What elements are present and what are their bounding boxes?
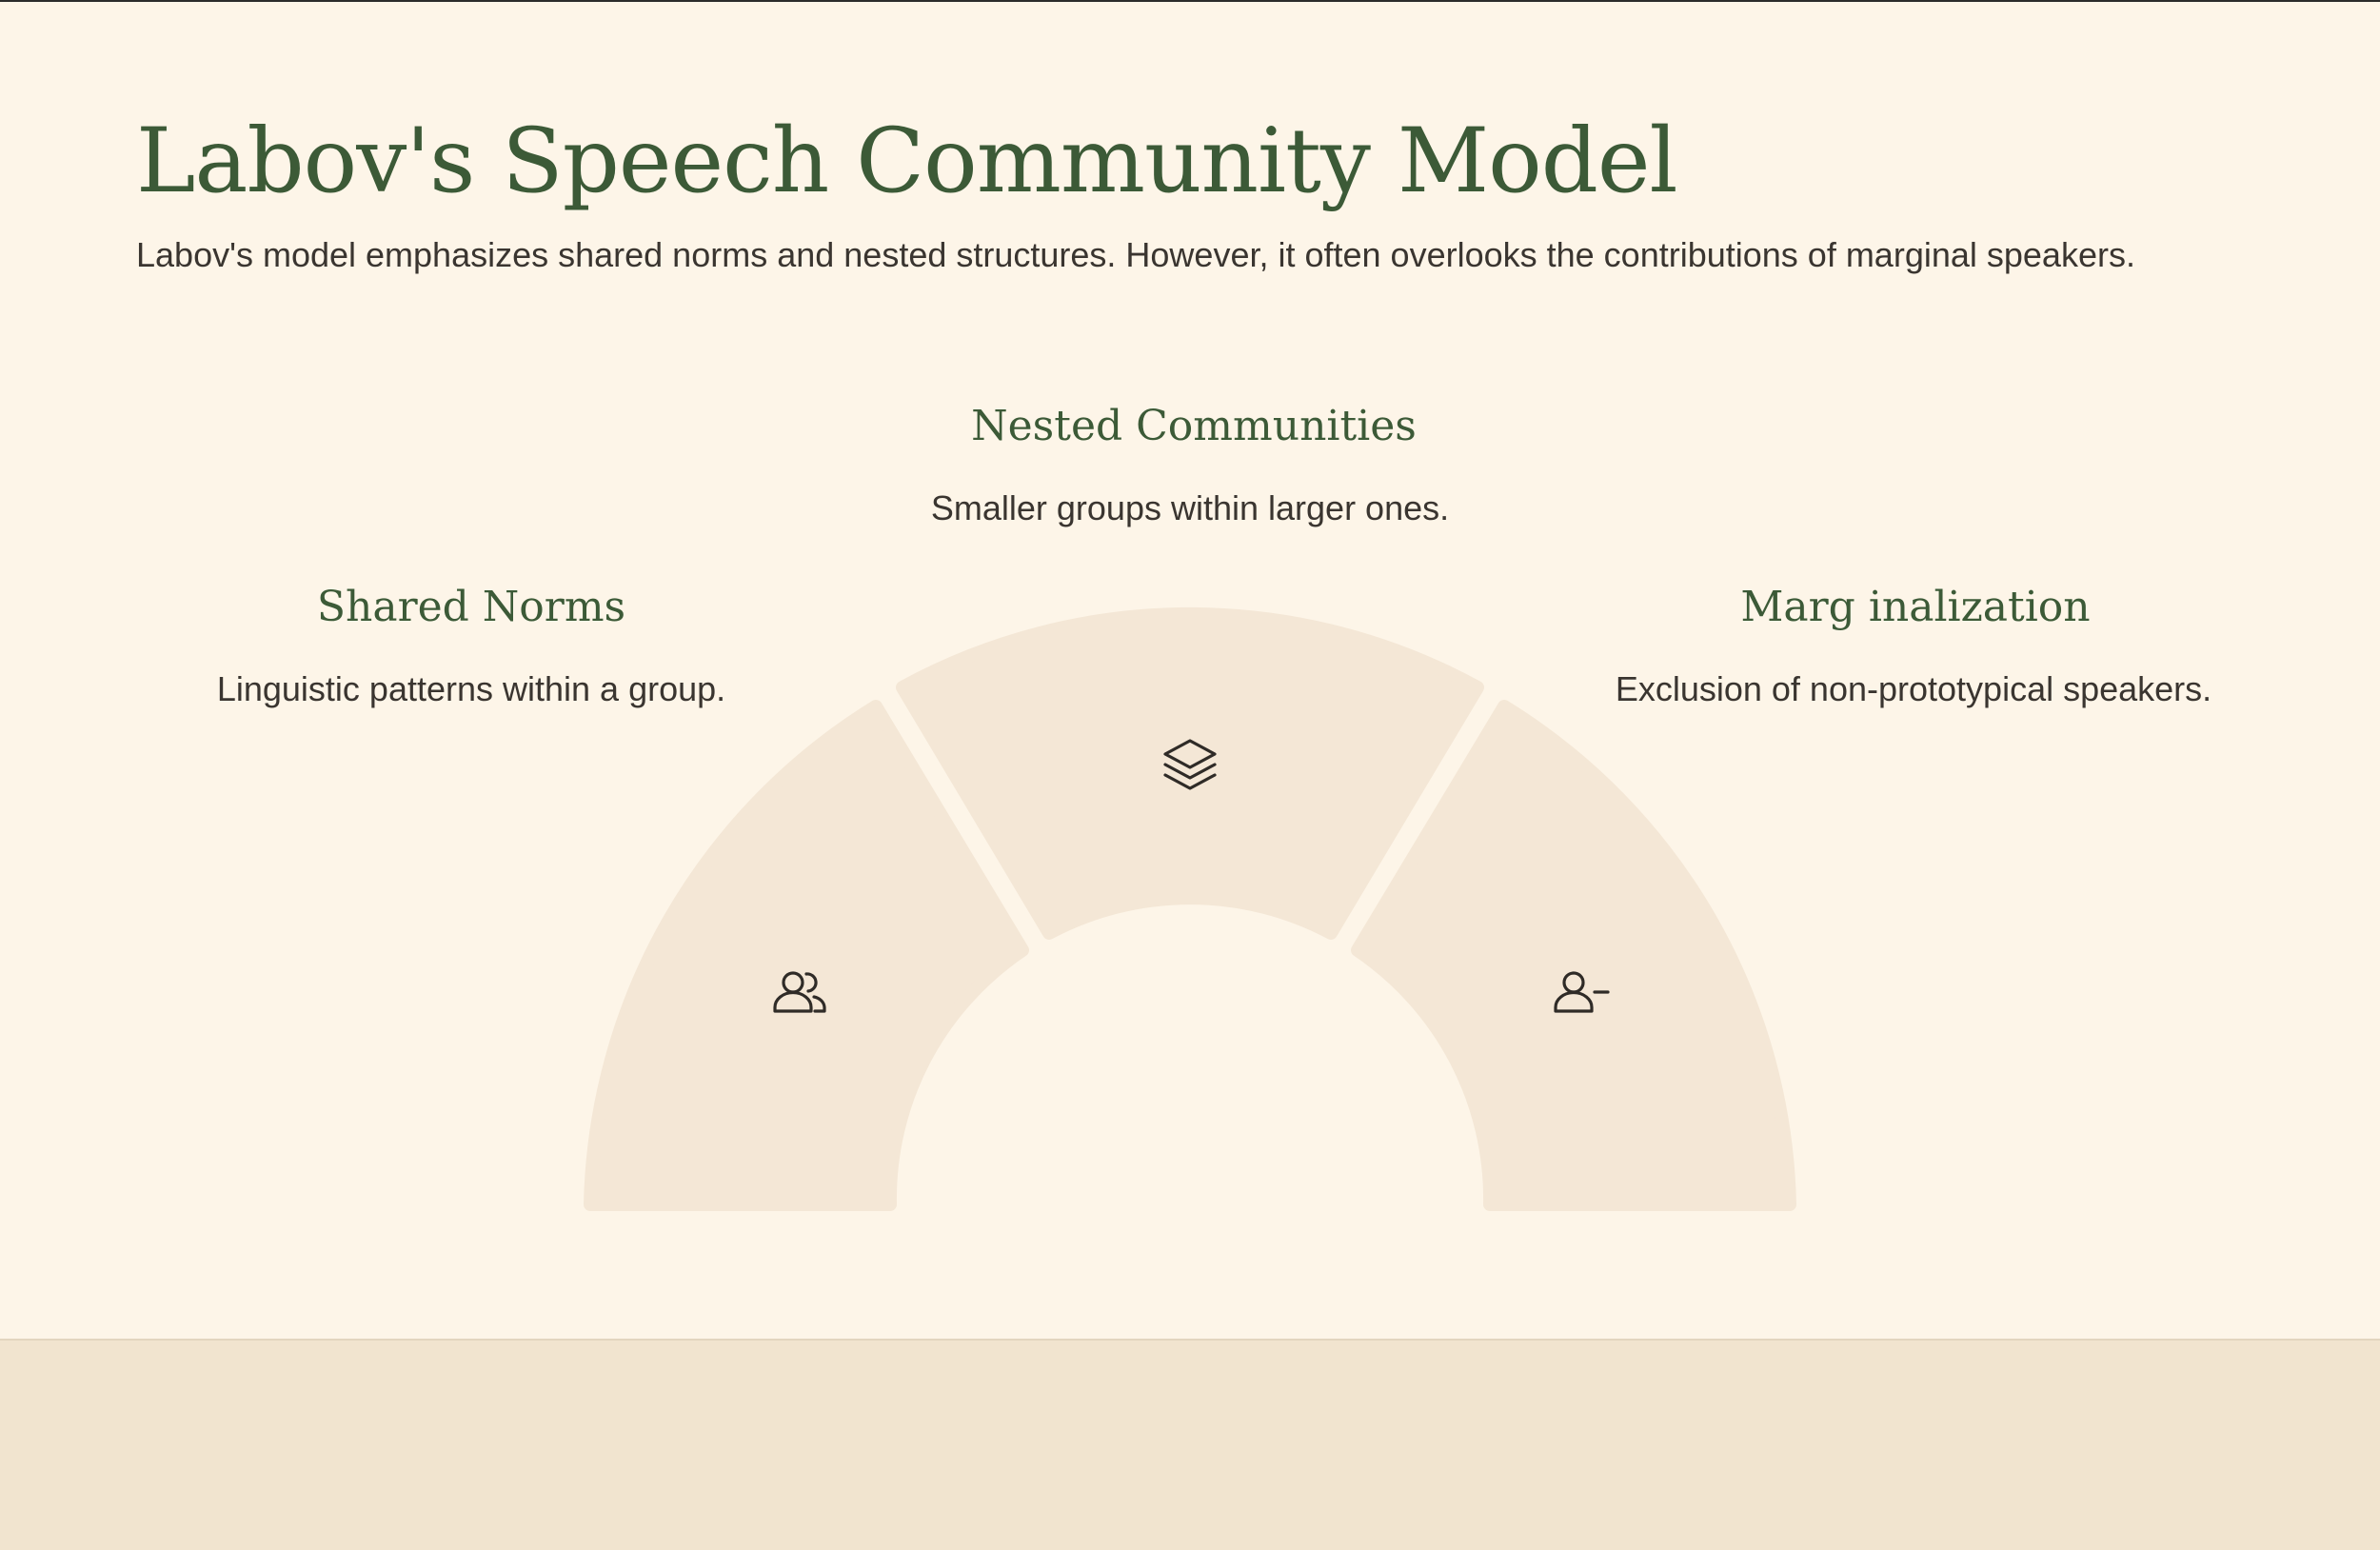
marginalization-description: Exclusion of non-prototypical speakers.	[1615, 669, 2212, 708]
marginalization-title: Marg inalization	[1740, 583, 2091, 631]
segment-shared-norms	[584, 700, 1029, 1211]
semicircle-diagram	[584, 606, 1796, 1211]
footer-band	[0, 1339, 2380, 1550]
shared-norms-description: Linguistic patterns within a group.	[216, 669, 726, 708]
user-minus-icon	[1554, 971, 1610, 1013]
top-border	[0, 0, 2380, 2]
nested-communities-description: Smaller groups within larger ones.	[930, 488, 1450, 527]
layers-icon	[1163, 739, 1217, 790]
slide-subtitle: Labov's model emphasizes shared norms an…	[136, 235, 2135, 274]
segment-nested-communities	[896, 606, 1484, 940]
users-icon	[773, 971, 826, 1013]
shared-norms-title: Shared Norms	[316, 583, 626, 631]
slide-title: Labov's Speech Community Model	[136, 109, 1678, 213]
nested-communities-title: Nested Communities	[971, 402, 1417, 450]
segment-marginalization	[1351, 700, 1796, 1211]
